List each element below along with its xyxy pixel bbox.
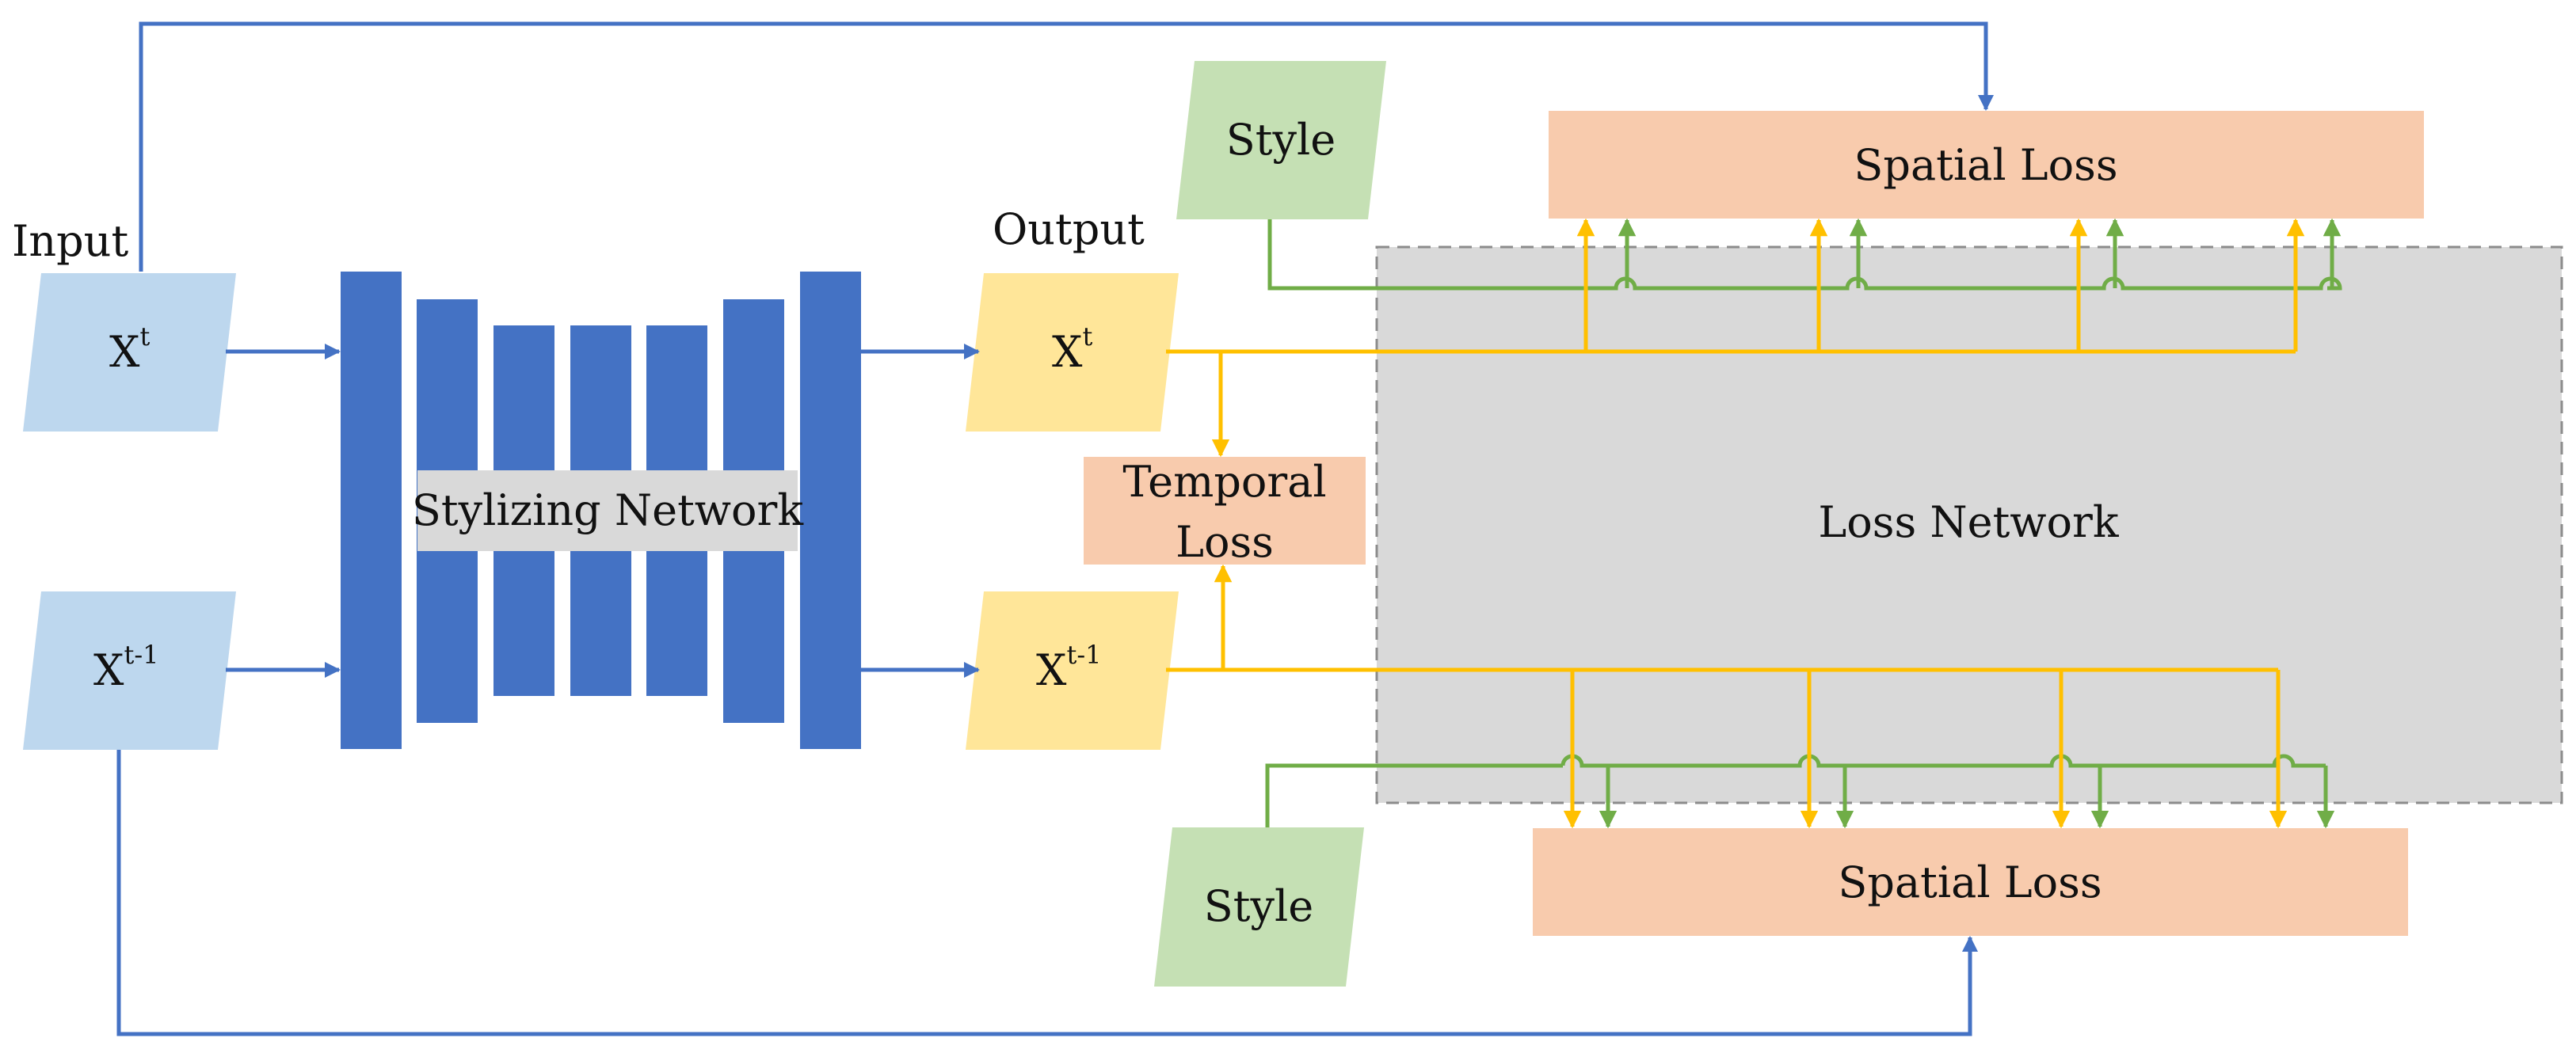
- spatial-loss-bottom-box: [1533, 828, 2408, 936]
- loss-network-label: Loss Network: [1818, 497, 2119, 547]
- temporal-loss-box: [1084, 457, 1366, 565]
- input-xt-label: Xt: [109, 321, 150, 377]
- spatial-loss-top-box: [1549, 111, 2424, 219]
- output-title: Output: [993, 204, 1145, 254]
- style-bottom-box: [1154, 827, 1364, 987]
- input-xt-box: [23, 273, 236, 432]
- output-xt1-box: [966, 591, 1179, 750]
- output-xt-box: [966, 273, 1179, 432]
- input-xt1-label: Xt-1: [93, 640, 158, 695]
- input-xt1-box: [23, 591, 236, 750]
- temporal-loss-label-line1: Temporal: [1122, 457, 1326, 507]
- input-title: Input: [12, 216, 128, 266]
- style-top-label: Style: [1226, 115, 1336, 165]
- spatial-loss-bottom-label: Spatial Loss: [1838, 857, 2102, 907]
- network-bar-1: [341, 272, 402, 749]
- output-xt1-label: Xt-1: [1036, 640, 1101, 695]
- style-bottom-label: Style: [1204, 881, 1313, 931]
- blue-connections: [116, 21, 1994, 1036]
- output-xt-label: Xt: [1052, 321, 1092, 377]
- temporal-loss-label-line2: Loss: [1176, 517, 1274, 567]
- stylizing-network-label-bg: [417, 470, 798, 551]
- stylizing-network-label: Stylizing Network: [412, 485, 804, 535]
- output-connections: [1166, 218, 2305, 829]
- spatial-loss-top-label: Spatial Loss: [1854, 140, 2117, 190]
- style-connections: [1265, 218, 2342, 829]
- style-top-box: [1176, 61, 1386, 219]
- network-bar-7: [800, 272, 861, 749]
